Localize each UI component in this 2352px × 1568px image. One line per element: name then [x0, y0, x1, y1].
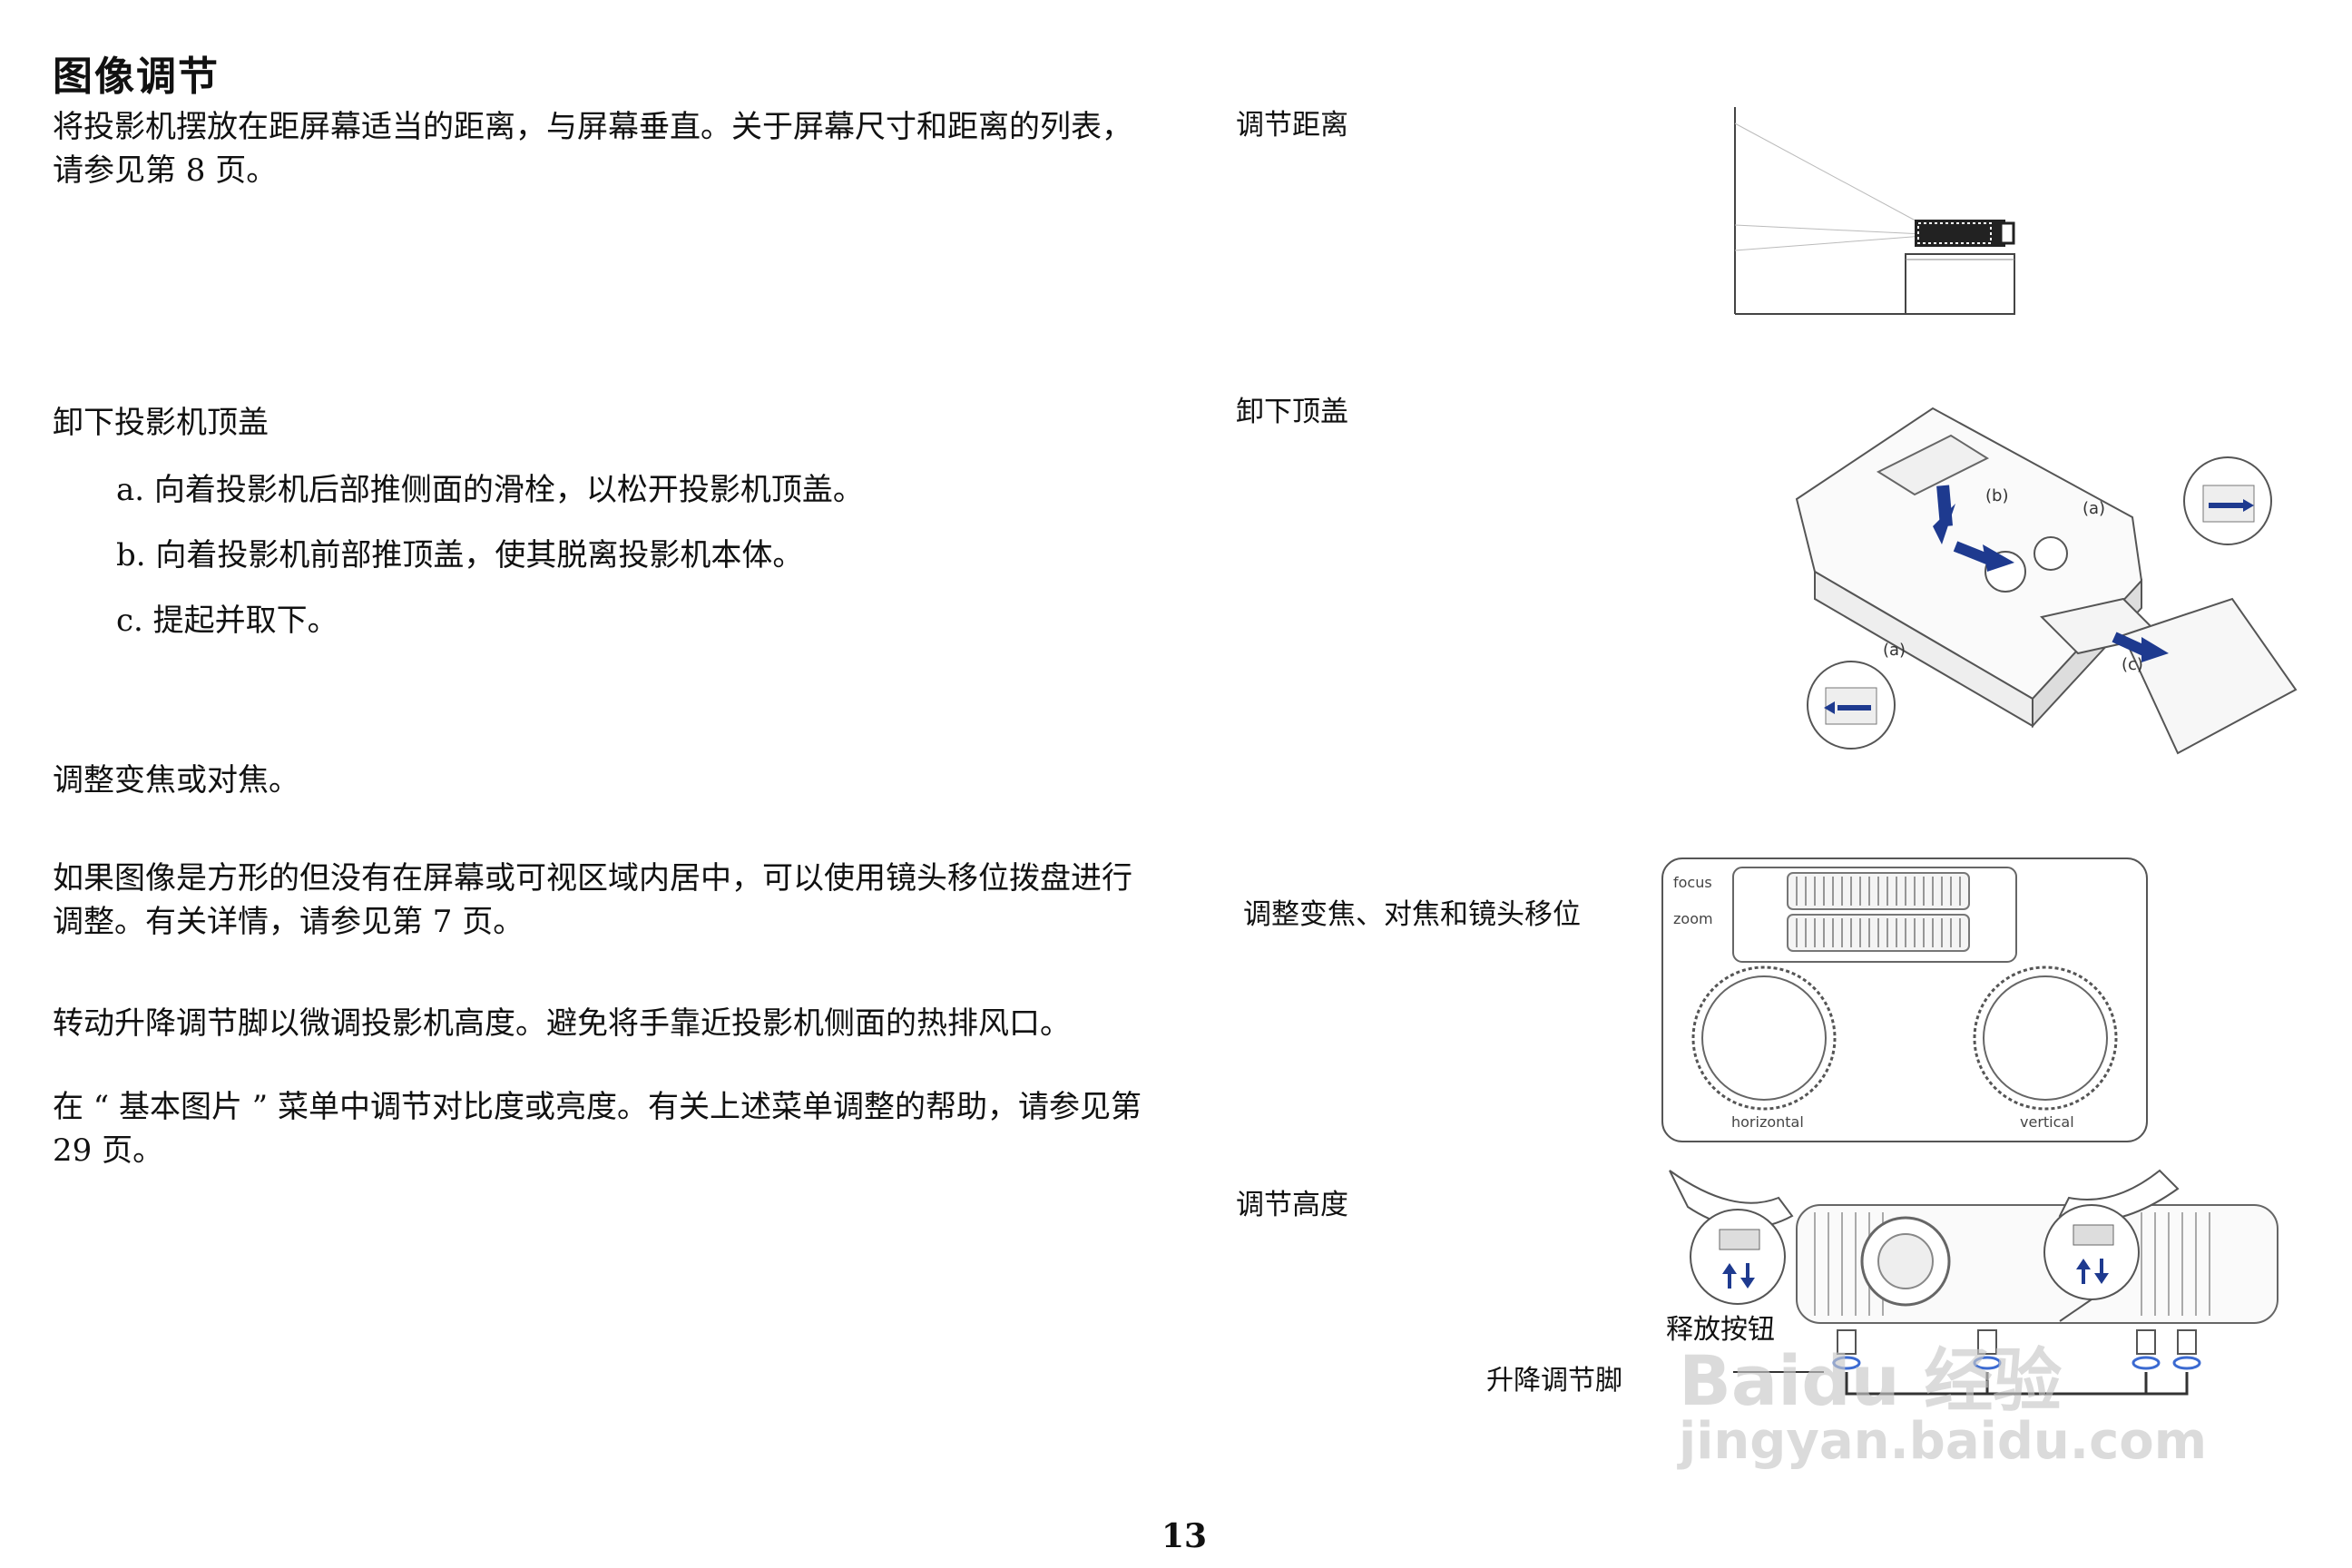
lens-caption: 调整变焦、对焦和镜头移位	[1243, 898, 1581, 931]
zoom-label: zoom	[1673, 910, 1713, 927]
baidu-watermark-url: jingyan.baidu.com	[1679, 1412, 2208, 1471]
step-b: b. 向着投影机前部推顶盖，使其脱离投影机本体。	[116, 537, 804, 573]
page-title: 图像调节	[53, 54, 220, 100]
picture-menu-paragraph: 在 “ 基本图片 ” 菜单中调节对比度或亮度。有关上述菜单调整的帮助，请参见第 …	[53, 1089, 1142, 1169]
cover-caption: 卸下顶盖	[1236, 396, 1348, 428]
label-a-bottom: (a)	[1883, 641, 1906, 660]
remove-cover-heading: 卸下投影机顶盖	[53, 405, 269, 441]
release-button-label: 释放按钮	[1666, 1314, 1775, 1346]
distance-figure	[1734, 107, 2015, 315]
page-number: 13	[1161, 1517, 1208, 1555]
height-caption: 调节高度	[1236, 1189, 1348, 1221]
lens-panel-figure: focus zoom horizontal vertical	[1661, 858, 2148, 1142]
zoom-focus-paragraph: 调整变焦或对焦。	[53, 762, 299, 799]
distance-caption: 调节距离	[1236, 109, 1348, 142]
vertical-label: vertical	[2020, 1113, 2074, 1131]
label-c: (c)	[2122, 655, 2143, 674]
step-a: a. 向着投影机后部推侧面的滑栓，以松开投影机顶盖。	[116, 472, 864, 508]
label-a-top: (a)	[2082, 499, 2105, 518]
baidu-watermark-logo: Baidu 经验	[1679, 1340, 2063, 1421]
label-b: (b)	[1985, 486, 2008, 505]
elevator-foot-label: 升降调节脚	[1486, 1365, 1622, 1396]
step-c: c. 提起并取下。	[116, 603, 338, 639]
height-figure	[1669, 1169, 2278, 1396]
cover-figure: (b) (a) (c) (a)	[1795, 407, 2298, 755]
elevator-foot-paragraph: 转动升降调节脚以微调投影机高度。避免将手靠近投影机侧面的热排风口。	[53, 1005, 1071, 1042]
lens-shift-paragraph: 如果图像是方形的但没有在屏幕或可视区域内居中，可以使用镜头移位拨盘进行调整。有关…	[53, 860, 1132, 940]
focus-label: focus	[1673, 874, 1712, 891]
horizontal-label: horizontal	[1731, 1113, 1804, 1131]
intro-paragraph: 将投影机摆放在距屏幕适当的距离，与屏幕垂直。关于屏幕尺寸和距离的列表，请参见第 …	[53, 109, 1132, 189]
